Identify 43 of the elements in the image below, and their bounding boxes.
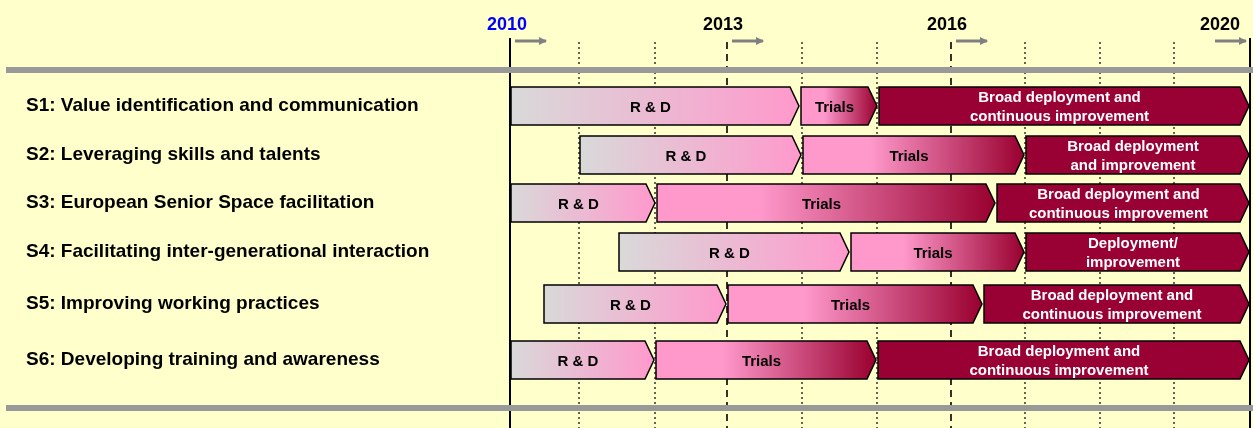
- phase-label: Trials: [814, 96, 855, 116]
- gantt-bar: [850, 232, 1025, 272]
- phase-label: R & D: [665, 145, 707, 165]
- phase-label: R & D: [630, 96, 671, 116]
- row-label: S2: Leveraging skills and talents: [26, 143, 321, 165]
- phase-label: R & D: [709, 242, 750, 262]
- phase-label: R & D: [558, 193, 599, 213]
- gantt-bar: [1025, 232, 1250, 272]
- gantt-bar: [800, 86, 878, 126]
- phase-label: Broad deployment and continuous improvement: [968, 87, 1151, 125]
- phase-label: Deployment/ improvement: [1084, 233, 1182, 271]
- phase-label: Broad deployment and continuous improvement: [968, 341, 1150, 379]
- gantt-bar: [543, 284, 727, 324]
- year-label: 2016: [927, 14, 968, 35]
- gantt-bar: [877, 340, 1250, 380]
- gantt-bar: [618, 232, 850, 272]
- gantt-bar: [579, 135, 802, 175]
- phase-label: R & D: [557, 350, 599, 370]
- row-label: S3: European Senior Space facilitation: [26, 191, 375, 213]
- phase-label: Trials: [913, 242, 953, 262]
- phase-label: Trials: [801, 193, 842, 213]
- gantt-bar: [510, 340, 655, 380]
- row-label: S6: Developing training and awareness: [26, 348, 380, 370]
- gantt-bar: [996, 183, 1250, 223]
- phase-label: Trials: [830, 294, 871, 314]
- year-label: 2013: [703, 14, 744, 35]
- gantt-bar: [727, 284, 983, 324]
- year-label: 2020: [1200, 14, 1241, 35]
- year-label: 2010: [487, 14, 528, 35]
- gantt-bar: [510, 183, 656, 223]
- phase-label: Broad deployment and continuous improvement: [1021, 285, 1203, 323]
- gantt-bar: [802, 135, 1025, 175]
- phase-label: R & D: [610, 294, 651, 314]
- gantt-bar: [983, 284, 1250, 324]
- row-label: S1: Value identification and communication: [26, 94, 419, 116]
- phase-label: Trials: [741, 350, 782, 370]
- phase-label: Broad deployment and continuous improvement: [1027, 184, 1210, 222]
- phase-label: Trials: [889, 145, 929, 165]
- phase-label: Broad deployment and improvement: [1066, 136, 1200, 174]
- row-label: S5: Improving working practices: [26, 292, 320, 314]
- gantt-bar: [655, 340, 877, 380]
- gantt-bar: [1025, 135, 1250, 175]
- row-label: S4: Facilitating inter-generational interaction: [26, 240, 430, 262]
